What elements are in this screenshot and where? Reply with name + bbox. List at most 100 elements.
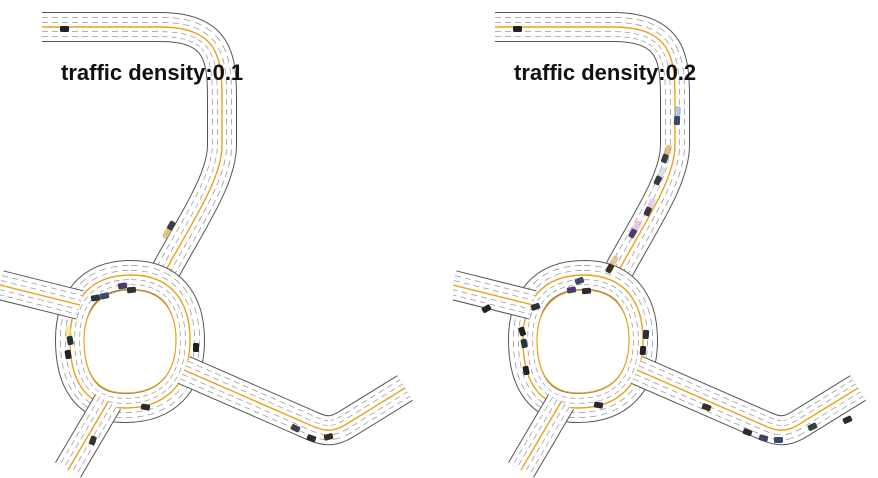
vehicle-motion-trail	[657, 167, 666, 179]
left-road-network	[0, 12, 413, 478]
vehicle	[673, 106, 681, 126]
vehicle-body	[90, 294, 101, 302]
vehicle-body	[628, 228, 638, 239]
vehicle-body	[66, 335, 74, 346]
vehicle-body	[520, 338, 528, 349]
vehicle-body	[639, 345, 647, 356]
vehicle	[642, 329, 650, 340]
vehicle-body	[566, 286, 577, 294]
vehicle	[639, 345, 647, 356]
vehicle	[653, 167, 666, 186]
road-lane-marking	[453, 284, 534, 306]
vehicle	[520, 338, 528, 349]
vehicle	[306, 434, 317, 443]
vehicle	[140, 403, 151, 411]
vehicle-body	[574, 276, 585, 285]
vehicle-body	[673, 115, 681, 126]
vehicle-body	[774, 437, 783, 443]
vehicle	[643, 198, 656, 217]
right-simulation-panel: traffic density:0.2	[453, 0, 878, 478]
vehicle	[99, 292, 110, 300]
vehicle-body	[166, 220, 176, 231]
vehicle-motion-trail	[162, 227, 172, 239]
vehicle	[481, 304, 492, 314]
roundabout-island	[83, 289, 177, 394]
vehicle-body	[701, 403, 712, 412]
vehicle	[530, 302, 541, 311]
vehicle-motion-trail	[647, 198, 656, 210]
vehicle-motion-trail	[609, 255, 619, 267]
vehicle	[758, 434, 769, 442]
vehicle-body	[842, 415, 853, 424]
vehicle	[660, 144, 672, 164]
vehicle-body	[518, 326, 527, 337]
vehicle-body	[742, 428, 753, 437]
vehicle	[522, 365, 530, 376]
vehicle	[323, 433, 334, 441]
vehicle	[774, 437, 783, 443]
vehicle-body	[522, 365, 530, 376]
road-lane-marking	[183, 369, 406, 431]
road-lane-marking	[0, 284, 81, 306]
vehicle-body	[193, 343, 199, 352]
vehicle	[605, 255, 619, 274]
vehicle	[117, 282, 128, 290]
vehicle-body	[660, 153, 669, 164]
vehicle	[60, 26, 69, 32]
vehicle	[593, 401, 604, 409]
vehicle-motion-trail	[632, 220, 642, 232]
vehicle	[518, 326, 527, 337]
right-road-network	[453, 12, 866, 478]
vehicle-motion-trail	[674, 106, 681, 119]
vehicle-body	[758, 434, 769, 442]
vehicle	[64, 349, 72, 360]
vehicle-body	[140, 403, 151, 411]
vehicle-body	[581, 287, 592, 295]
vehicle-body	[643, 206, 652, 217]
road-lane-marking	[67, 401, 109, 471]
road-lane-marking	[636, 369, 859, 431]
vehicle-motion-trail	[65, 326, 73, 339]
vehicle-body	[593, 401, 604, 409]
vehicle-body	[64, 349, 72, 360]
vehicle	[290, 424, 301, 433]
vehicle	[842, 415, 853, 424]
left-simulation-panel: traffic density:0.1	[0, 12, 413, 478]
vehicle	[628, 220, 642, 239]
road-lane-marking	[42, 26, 223, 273]
vehicle	[742, 428, 753, 437]
vehicle-body	[60, 26, 69, 32]
vehicle	[126, 286, 137, 294]
vehicle	[90, 294, 101, 302]
vehicle	[162, 220, 176, 239]
vehicle-body	[807, 422, 818, 431]
vehicle	[88, 435, 97, 446]
vehicle	[193, 343, 199, 352]
vehicle	[574, 276, 585, 285]
vehicle	[701, 403, 712, 412]
road-lane-marking	[495, 26, 676, 273]
vehicle-body	[126, 286, 137, 294]
vehicle-body	[653, 175, 662, 186]
right-density-label: traffic density:0.2	[514, 60, 697, 85]
vehicle-body	[88, 435, 97, 446]
vehicle-body	[290, 424, 301, 433]
vehicle	[65, 326, 74, 346]
vehicle-body	[117, 282, 128, 290]
vehicle-body	[642, 329, 650, 340]
vehicle-body	[481, 304, 492, 314]
vehicle-body	[323, 433, 334, 441]
vehicle-body	[530, 302, 541, 311]
vehicle	[513, 26, 522, 32]
vehicle-body	[99, 292, 110, 300]
vehicle-body	[306, 434, 317, 443]
vehicle	[807, 422, 818, 431]
left-density-label: traffic density:0.1	[61, 60, 244, 85]
road-lane-marking	[520, 401, 562, 471]
vehicle-body	[605, 263, 615, 274]
roundabout-island	[536, 289, 630, 394]
vehicle	[581, 287, 592, 295]
vehicle-motion-trail	[663, 144, 672, 157]
vehicle-body	[513, 26, 522, 32]
vehicle	[566, 286, 577, 294]
